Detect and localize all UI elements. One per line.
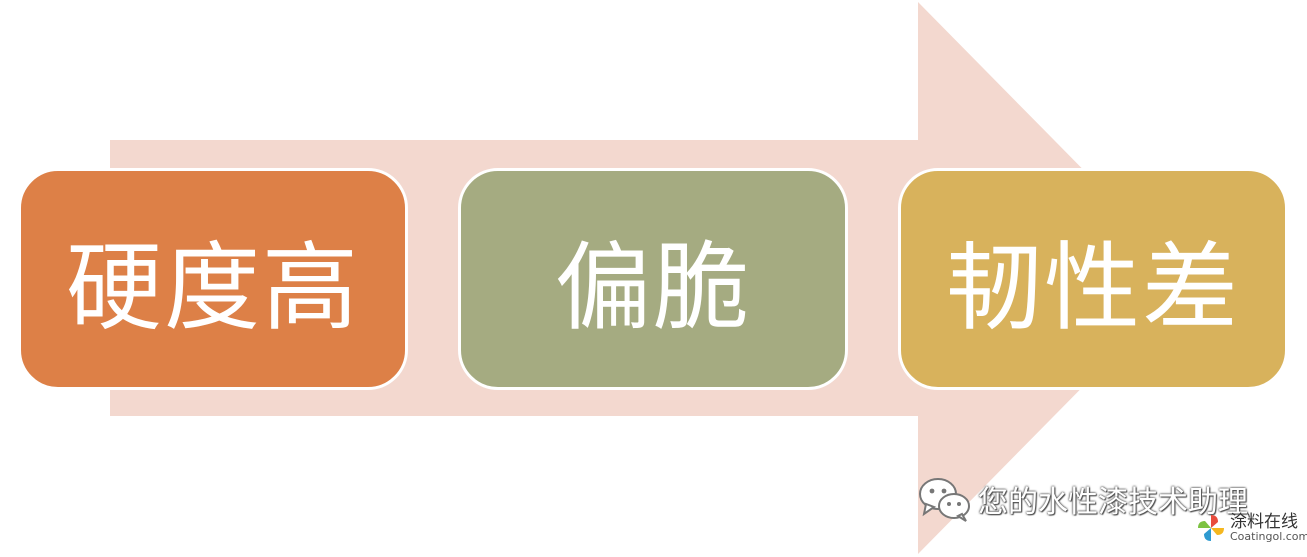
step-box-1: 硬度高 <box>18 168 408 390</box>
pinwheel-logo-icon <box>1198 515 1224 541</box>
logo-name-cn: 涂料在线 <box>1230 512 1298 532</box>
step-box-2: 偏脆 <box>458 168 848 390</box>
watermark: 您的水性漆技术助理 <box>918 476 1248 522</box>
step-box-3: 韧性差 <box>898 168 1288 390</box>
step-label-3: 韧性差 <box>946 231 1240 344</box>
watermark-text: 您的水性漆技术助理 <box>978 485 1248 520</box>
wechat-icon <box>919 478 970 522</box>
step-label-2: 偏脆 <box>555 231 751 344</box>
step-label-1: 硬度高 <box>66 231 360 344</box>
site-logo: 涂料在线 Coatingol.com <box>1196 513 1307 543</box>
logo-name-en: Coatingol.com <box>1230 530 1307 543</box>
